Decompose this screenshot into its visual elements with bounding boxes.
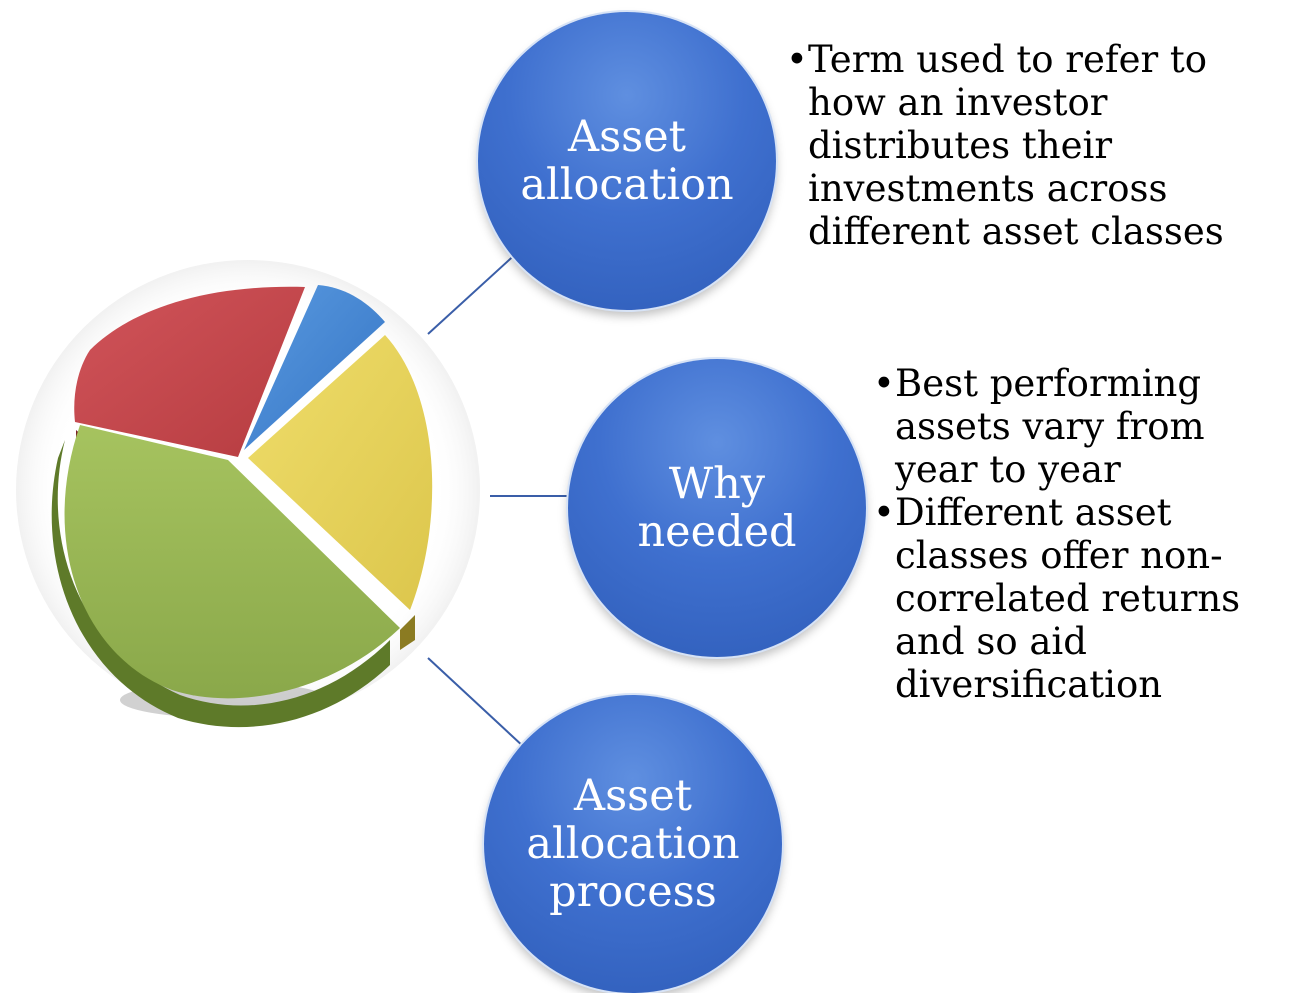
asset-allocation-bullets: • Term used to refer to how an investor … — [786, 38, 1226, 253]
why-needed-label: Why needed — [637, 459, 797, 557]
asset-allocation-process-label: Asset allocation process — [526, 771, 740, 917]
asset-allocation-label: Asset allocation — [520, 112, 734, 210]
bullet-glyph: • — [786, 38, 808, 81]
pie-chart-icon — [16, 260, 480, 728]
asset-allocation-process-circle: Asset allocation process — [484, 695, 782, 993]
why-needed-circle: Why needed — [568, 359, 866, 657]
bullet-item: • Best performing assets vary from year … — [873, 362, 1298, 491]
bullet-text: Term used to refer to how an investor di… — [808, 38, 1224, 253]
bullet-item: • Different asset classes offer non-corr… — [873, 491, 1298, 706]
connector-line-3 — [427, 657, 526, 749]
why-needed-bullets: • Best performing assets vary from year … — [873, 362, 1298, 706]
bullet-text: Different asset classes offer non-correl… — [895, 491, 1241, 706]
bullet-text: Best performing assets vary from year to… — [895, 362, 1205, 491]
bullet-glyph: • — [873, 362, 895, 405]
asset-allocation-circle: Asset allocation — [478, 12, 776, 310]
bullet-item: • Term used to refer to how an investor … — [786, 38, 1226, 253]
bullet-glyph: • — [873, 491, 895, 534]
connector-line-1 — [427, 249, 521, 335]
